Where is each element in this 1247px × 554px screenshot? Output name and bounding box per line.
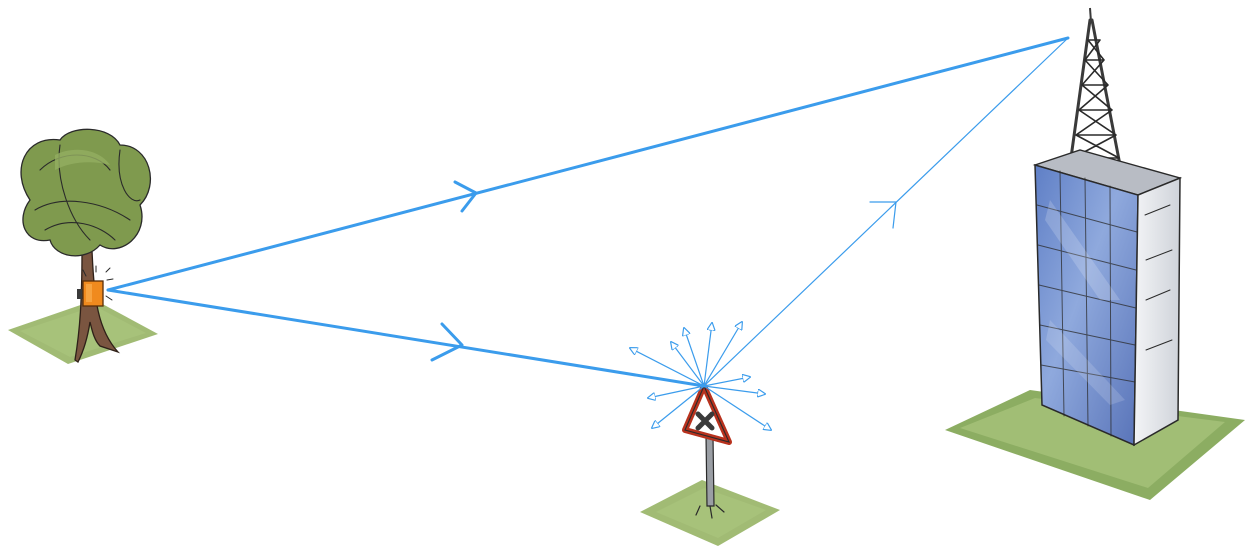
scatter-ray	[703, 385, 771, 430]
receiver-building-tower-icon	[945, 7, 1245, 500]
sign-cross-symbol	[695, 411, 715, 431]
radio-tower-icon	[1068, 7, 1122, 167]
scatter-ray	[630, 348, 705, 387]
scatter-ray	[648, 385, 705, 398]
sensor-box-icon	[77, 265, 114, 307]
direct-path-chevron	[453, 180, 478, 213]
scatter-ray	[703, 323, 712, 387]
building-side-wall	[1133, 176, 1181, 447]
scatter-ray	[652, 385, 705, 428]
incident-path-chevron	[430, 322, 464, 362]
signal-paths	[106, 36, 1070, 430]
tree-canopy	[20, 128, 151, 257]
scatter-ray	[703, 385, 765, 394]
reflector-warning-sign-icon	[640, 383, 780, 546]
reflected-path-ray	[703, 37, 1069, 387]
sign-pole	[705, 435, 715, 507]
scatter-rays	[630, 322, 771, 430]
transmitter-tree-icon	[8, 128, 158, 364]
scatter-ray	[703, 322, 742, 387]
scatter-ray	[684, 328, 705, 387]
direct-path-ray	[106, 36, 1070, 292]
reflected-path-chevron	[869, 201, 897, 229]
scatter-ray	[671, 342, 705, 387]
scatter-ray	[703, 377, 750, 387]
incident-path-ray	[106, 288, 706, 388]
